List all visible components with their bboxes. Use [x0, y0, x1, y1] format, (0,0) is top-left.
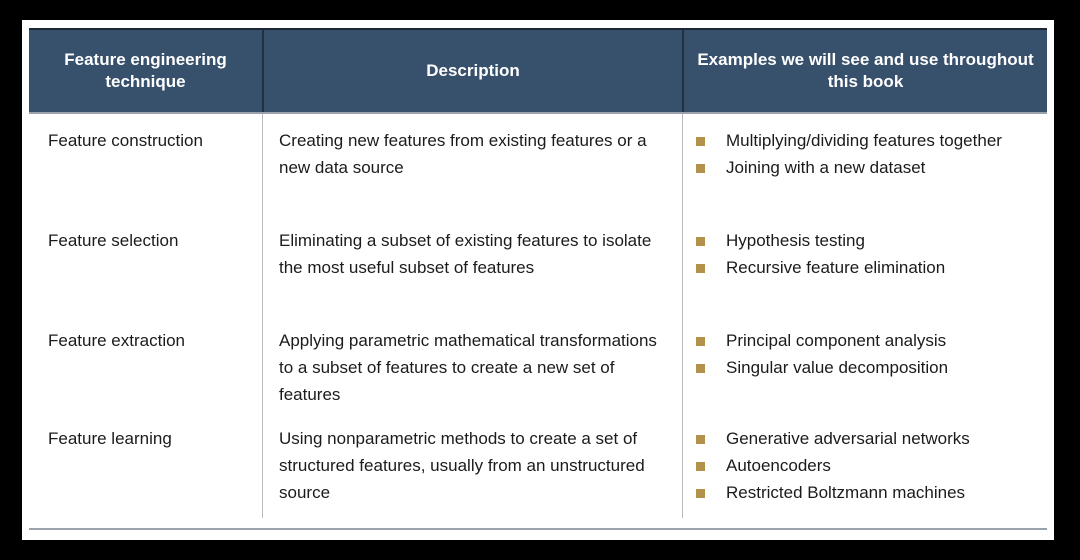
cell-description: Creating new features from existing feat…	[262, 114, 682, 214]
cell-technique: Feature extraction	[29, 314, 262, 412]
list-item-label: Restricted Boltzmann machines	[726, 482, 966, 502]
column-divider-1	[262, 114, 263, 518]
table-row: Feature extraction Applying parametric m…	[29, 314, 1047, 412]
list-item-label: Generative adversarial networks	[726, 429, 970, 448]
table-row: Feature learning Using nonparametric met…	[29, 412, 1047, 518]
list-item: Restricted Boltzmann machines	[694, 480, 1037, 507]
list-item-label: Recursive feature elimination	[726, 257, 946, 277]
column-header-examples-label: Examples we will see and use throughout …	[697, 50, 1034, 91]
description-text: Creating new features from existing feat…	[279, 131, 647, 177]
bullet-square-icon	[696, 461, 705, 471]
list-item: Generative adversarial networks	[694, 426, 1037, 453]
technique-label: Feature learning	[48, 429, 172, 448]
column-header-description-label: Description	[426, 61, 520, 81]
column-header-examples: Examples we will see and use throughout …	[682, 30, 1047, 112]
cell-description: Applying parametric mathematical transfo…	[262, 314, 682, 412]
cell-description: Using nonparametric methods to create a …	[262, 412, 682, 518]
bullet-square-icon	[696, 337, 705, 346]
cell-technique: Feature selection	[29, 214, 262, 314]
list-item: Singular value decomposition	[694, 355, 1037, 382]
cell-technique: Feature construction	[29, 114, 262, 214]
technique-label: Feature selection	[48, 231, 179, 250]
bullet-square-icon	[696, 263, 705, 273]
column-divider-2	[682, 114, 683, 518]
table-row: Feature selection Eliminating a subset o…	[29, 214, 1047, 314]
examples-list: Generative adversarial networks Autoenco…	[694, 426, 1037, 507]
cell-examples: Generative adversarial networks Autoenco…	[682, 412, 1047, 518]
bullet-square-icon	[696, 163, 705, 173]
feature-engineering-table: Feature engineering technique Descriptio…	[29, 28, 1047, 528]
table-card: Feature engineering technique Descriptio…	[22, 20, 1054, 540]
examples-list: Principal component analysis Singular va…	[694, 328, 1037, 382]
list-item: Hypothesis testing	[694, 228, 1037, 255]
description-text: Using nonparametric methods to create a …	[279, 429, 645, 502]
list-item-label: Autoencoders	[726, 455, 831, 475]
list-item-label: Singular value decomposition	[726, 357, 949, 377]
list-item: Principal component analysis	[694, 328, 1037, 355]
table-row: Feature construction Creating new featur…	[29, 114, 1047, 214]
technique-label: Feature construction	[48, 131, 203, 150]
list-item-label: Principal component analysis	[726, 331, 947, 350]
cell-examples: Hypothesis testing Recursive feature eli…	[682, 214, 1047, 314]
column-header-technique-label: Feature engineering technique	[64, 50, 227, 91]
bullet-square-icon	[696, 488, 705, 498]
cell-description: Eliminating a subset of existing feature…	[262, 214, 682, 314]
table-bottom-rule	[29, 528, 1047, 530]
examples-list: Hypothesis testing Recursive feature eli…	[694, 228, 1037, 282]
list-item-label: Multiplying/dividing features together	[726, 131, 1002, 150]
list-item: Autoencoders	[694, 453, 1037, 480]
bullet-square-icon	[696, 237, 705, 246]
column-header-description: Description	[262, 30, 682, 112]
table-header-row: Feature engineering technique Descriptio…	[29, 28, 1047, 114]
list-item: Recursive feature elimination	[694, 255, 1037, 282]
bullet-square-icon	[696, 137, 705, 146]
list-item-label: Joining with a new dataset	[726, 157, 926, 177]
technique-label: Feature extraction	[48, 331, 186, 350]
list-item-label: Hypothesis testing	[726, 231, 865, 250]
description-text: Eliminating a subset of existing feature…	[279, 231, 652, 277]
bullet-square-icon	[696, 435, 705, 444]
bullet-square-icon	[696, 363, 705, 373]
description-text: Applying parametric mathematical transfo…	[279, 331, 657, 404]
list-item: Joining with a new dataset	[694, 155, 1037, 182]
cell-examples: Multiplying/dividing features together J…	[682, 114, 1047, 214]
cell-technique: Feature learning	[29, 412, 262, 518]
cell-examples: Principal component analysis Singular va…	[682, 314, 1047, 412]
examples-list: Multiplying/dividing features together J…	[694, 128, 1037, 182]
list-item: Multiplying/dividing features together	[694, 128, 1037, 155]
column-header-technique: Feature engineering technique	[29, 30, 262, 112]
table-body: Feature construction Creating new featur…	[29, 114, 1047, 518]
